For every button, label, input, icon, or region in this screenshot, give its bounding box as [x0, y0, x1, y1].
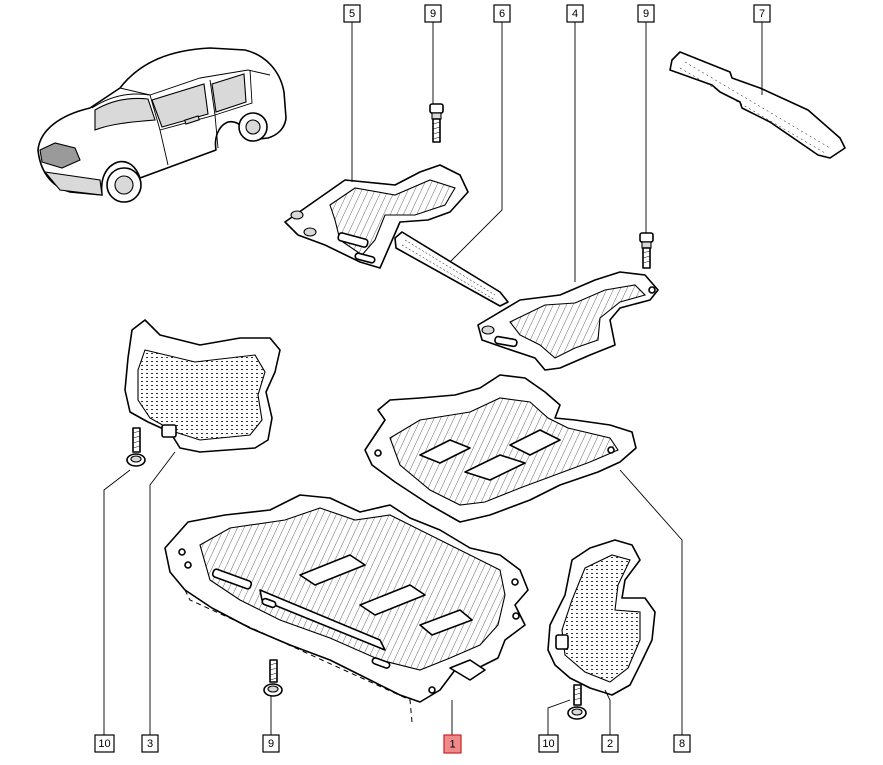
callout-number-c4[interactable]: 4	[572, 8, 578, 20]
callout-c9b[interactable]: 9	[637, 4, 655, 23]
callout-box-c9c[interactable]	[262, 734, 280, 753]
callout-labels: 5 9 6 4 9 7 10 3 9 1 10 2 8	[94, 4, 771, 754]
callout-c9a[interactable]: 9	[424, 4, 442, 23]
callout-number-c8[interactable]: 8	[679, 738, 685, 750]
callout-number-c10b[interactable]: 10	[542, 738, 554, 750]
bolt-9-lower	[263, 659, 283, 697]
callout-box-c9b[interactable]	[637, 4, 655, 23]
callout-number-c1[interactable]: 1	[449, 739, 455, 751]
callout-c9c[interactable]: 9	[262, 734, 280, 753]
part-3-liner	[124, 319, 281, 453]
callout-c7[interactable]: 7	[753, 4, 771, 23]
callout-number-c6[interactable]: 6	[499, 8, 505, 20]
bolt-10-left	[126, 427, 146, 467]
part-1-main-shield	[164, 494, 529, 723]
part-2-liner	[547, 539, 656, 696]
callout-box-c8[interactable]	[673, 734, 691, 753]
callout-c4[interactable]: 4	[566, 4, 584, 23]
callout-number-c7[interactable]: 7	[759, 8, 765, 20]
callout-number-c9b[interactable]: 9	[643, 8, 649, 20]
bolt-10-right	[567, 684, 587, 720]
callout-c6[interactable]: 6	[493, 4, 511, 23]
callout-number-c3[interactable]: 3	[147, 738, 153, 750]
callout-box-c7[interactable]	[753, 4, 771, 23]
bolt-9-right	[639, 232, 654, 269]
callout-box-c2[interactable]	[601, 734, 619, 753]
callout-box-c10a[interactable]	[94, 734, 115, 753]
callout-c5[interactable]: 5	[343, 4, 361, 23]
callout-number-c2[interactable]: 2	[607, 738, 613, 750]
callout-box-c4[interactable]	[566, 4, 584, 23]
callout-c8[interactable]: 8	[673, 734, 691, 753]
callout-c1[interactable]: 1	[443, 734, 462, 754]
callout-box-c3[interactable]	[141, 734, 159, 753]
callout-c3[interactable]: 3	[141, 734, 159, 753]
part-6-strip	[394, 231, 509, 307]
part-7-bar	[669, 51, 846, 159]
callout-c10a[interactable]: 10	[94, 734, 115, 753]
callout-c2[interactable]: 2	[601, 734, 619, 753]
callout-box-c1[interactable]	[443, 734, 462, 754]
leader-lines	[103, 22, 763, 735]
part-8-shield	[364, 374, 637, 523]
callout-box-c10b[interactable]	[538, 734, 559, 753]
part-4-shield	[477, 271, 659, 371]
callout-number-c9a[interactable]: 9	[430, 8, 436, 20]
callout-number-c5[interactable]: 5	[349, 8, 355, 20]
part-5-shield	[284, 164, 469, 269]
callout-number-c9c[interactable]: 9	[268, 738, 274, 750]
bolt-9-upper	[429, 103, 444, 143]
callout-number-c10a[interactable]: 10	[98, 738, 110, 750]
callout-box-c9a[interactable]	[424, 4, 442, 23]
callout-c10b[interactable]: 10	[538, 734, 559, 753]
vehicle-illustration	[37, 47, 287, 203]
callout-box-c6[interactable]	[493, 4, 511, 23]
callout-box-c5[interactable]	[343, 4, 361, 23]
